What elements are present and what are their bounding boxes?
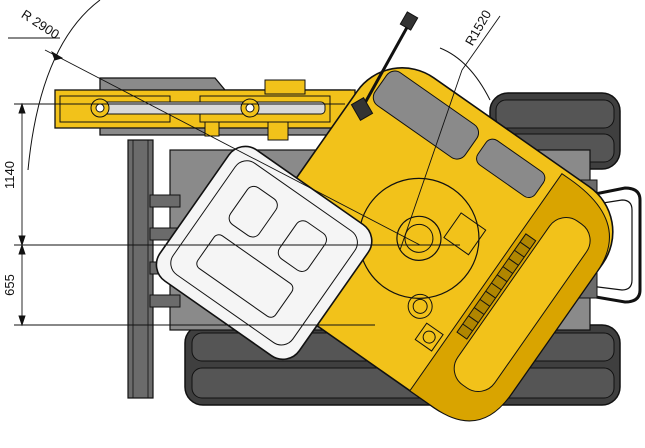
upper-structure [254,67,614,422]
slew-ring [358,177,480,299]
upper-track-inner [495,99,615,129]
engine-grille [456,233,537,340]
mirror-arm [350,11,419,121]
radius-1520-arc [439,47,491,101]
side-beam [127,139,154,399]
radius-2900-arc [27,0,101,171]
boom-arm [54,77,356,141]
dozer-blade-right [588,186,642,304]
label-1140: 1140 [2,161,17,189]
label-r1520: R1520 [462,7,494,48]
label-r2900: R 2900 [19,7,62,42]
dimension-lines [8,0,501,327]
label-655: 655 [2,274,17,296]
